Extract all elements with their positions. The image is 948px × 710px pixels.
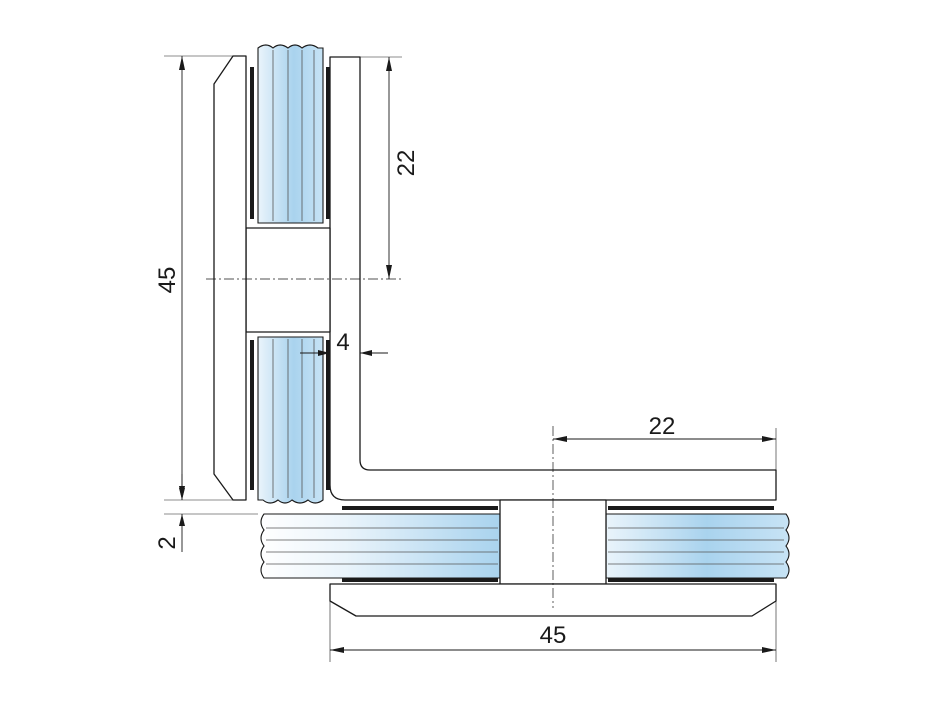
dimension-vertical-half: 22 — [360, 56, 420, 279]
dimension-label-horizontal-half: 22 — [649, 413, 676, 440]
dimension-wall-thickness: 4 — [300, 329, 388, 356]
dimension-label-gap: 2 — [154, 536, 181, 549]
horizontal-glass-grooves — [266, 527, 784, 565]
gasket-top-right — [608, 506, 774, 510]
horizontal-glass-left — [260, 513, 501, 579]
vertical-glass-panel — [257, 44, 324, 504]
gasket-right-lower — [326, 340, 330, 490]
gasket-bottom-left — [342, 578, 498, 582]
gasket-left-upper — [250, 67, 254, 219]
horizontal-glass-right — [605, 513, 790, 579]
gaskets — [250, 67, 774, 582]
dimension-label-wall-thickness: 4 — [336, 329, 349, 356]
gasket-right-upper — [326, 67, 330, 219]
gasket-bottom-right — [608, 578, 774, 582]
horizontal-glass-panel — [260, 513, 790, 579]
dimension-vertical-total: 45 — [154, 55, 240, 501]
dimension-label-vertical-total: 45 — [154, 267, 181, 294]
dimension-label-vertical-half: 22 — [393, 150, 420, 177]
dimension-horizontal-total: 45 — [329, 601, 777, 662]
vertical-glass-grooves — [272, 50, 315, 498]
vertical-glass-lower — [257, 336, 324, 504]
gasket-top-left — [342, 506, 498, 510]
vertical-glass-upper — [257, 44, 324, 224]
dimension-horizontal-half: 22 — [553, 413, 777, 470]
dimension-label-horizontal-total: 45 — [540, 622, 567, 649]
dimension-gap: 2 — [154, 474, 258, 552]
vertical-connector-bolt — [245, 227, 331, 333]
gasket-left-lower — [250, 340, 254, 490]
vertical-clamp-plate — [213, 55, 247, 501]
